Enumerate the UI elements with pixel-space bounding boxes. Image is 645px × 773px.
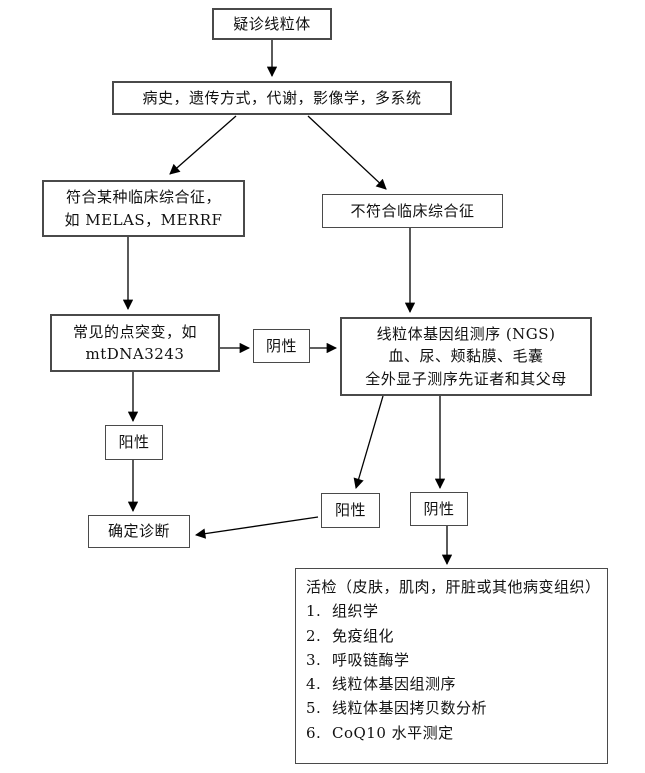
node-syndrome-match: 符合某种临床综合征， 如 MELAS，MERRF xyxy=(42,180,245,237)
arrow-history-to-syndrome-match xyxy=(169,115,237,175)
node-label-line2: 血、尿、颊黏膜、毛囊 xyxy=(388,347,544,366)
list-item: 3. 呼吸链酶学 xyxy=(306,648,487,672)
list-item-number: 4. xyxy=(306,675,322,694)
list-item-text: 线粒体基因组测序 xyxy=(332,675,457,694)
biopsy-list: 1. 组织学 2. 免疫组化 3. 呼吸链酶学 4. 线粒体基因组测序 5. 线… xyxy=(306,599,487,745)
node-label-line1: 线粒体基因组测序 (NGS) xyxy=(376,324,556,343)
list-item-text: 呼吸链酶学 xyxy=(332,650,410,669)
list-item-number: 5. xyxy=(306,699,322,718)
list-item-text: 线粒体基因拷贝数分析 xyxy=(332,699,488,718)
node-biopsy: 活检（皮肤，肌肉，肝脏或其他病变组织） 1. 组织学 2. 免疫组化 3. 呼吸… xyxy=(295,568,608,764)
list-item-number: 3. xyxy=(306,650,322,669)
node-syndrome-no-match: 不符合临床综合征 xyxy=(322,194,503,228)
list-item-text: 组织学 xyxy=(332,602,379,621)
node-positive-mid: 阳性 xyxy=(321,493,380,528)
node-label-line2: 如 MELAS，MERRF xyxy=(64,210,223,229)
node-positive-left: 阳性 xyxy=(105,425,163,460)
list-item: 5. 线粒体基因拷贝数分析 xyxy=(306,696,487,720)
list-item-number: 1. xyxy=(306,602,322,621)
node-label-line1: 常见的点突变，如 xyxy=(72,322,197,341)
node-label: 阴性 xyxy=(423,499,455,518)
node-history-workup: 病史，遗传方式，代谢，影像学，多系统 xyxy=(112,81,452,115)
list-item-number: 6. xyxy=(306,723,322,742)
node-confirm-diagnosis: 确定诊断 xyxy=(88,515,190,548)
list-item-number: 2. xyxy=(306,626,322,645)
list-item-text: 免疫组化 xyxy=(332,626,395,645)
node-common-point-mutation: 常见的点突变，如 mtDNA3243 xyxy=(50,314,220,372)
arrow-history-to-no-syndrome xyxy=(307,115,387,190)
node-label: 疑诊线粒体 xyxy=(233,14,311,33)
list-item: 4. 线粒体基因组测序 xyxy=(306,672,487,696)
list-item: 2. 免疫组化 xyxy=(306,624,487,648)
node-label-line3: 全外显子测序先证者和其父母 xyxy=(365,369,567,388)
list-item: 6. CoQ10 水平测定 xyxy=(306,721,487,745)
arrow-positive-mid-to-confirm xyxy=(194,516,319,539)
node-ngs-sequencing: 线粒体基因组测序 (NGS) 血、尿、颊黏膜、毛囊 全外显子测序先证者和其父母 xyxy=(340,317,592,396)
node-label: 阴性 xyxy=(265,336,297,355)
node-label: 阳性 xyxy=(334,501,366,520)
node-label: 不符合临床综合征 xyxy=(350,201,475,220)
list-item-text: CoQ10 水平测定 xyxy=(332,723,454,742)
node-label: 病史，遗传方式，代谢，影像学，多系统 xyxy=(142,88,422,107)
list-item: 1. 组织学 xyxy=(306,599,487,623)
node-label: 阳性 xyxy=(118,433,150,452)
node-label-line1: 符合某种临床综合征， xyxy=(65,188,221,206)
node-label-line2: mtDNA3243 xyxy=(85,345,185,363)
node-negative-right: 阴性 xyxy=(410,492,468,526)
node-label: 确定诊断 xyxy=(107,522,170,541)
node-suspected-mitochondrial: 疑诊线粒体 xyxy=(212,8,332,40)
node-negative-mid: 阴性 xyxy=(253,329,310,363)
biopsy-header: 活检（皮肤，肌肉，肝脏或其他病变组织） xyxy=(306,578,601,596)
arrow-ngs-to-positive-mid xyxy=(353,395,384,489)
